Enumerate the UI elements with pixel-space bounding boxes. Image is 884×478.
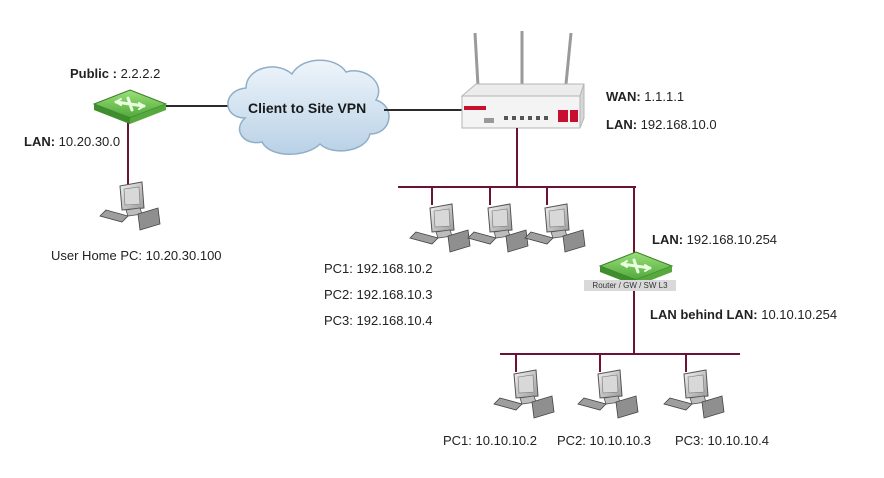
lan2-pc1-icon <box>493 369 555 419</box>
lan2-pc3-icon <box>663 369 725 419</box>
home-public-label: Public : <box>70 66 117 81</box>
lan1-pc3-label: PC3: 192.168.10.4 <box>324 313 433 328</box>
home-public-address: Public : 2.2.2.2 <box>70 66 160 82</box>
lan1-pc2-label: PC2: 192.168.10.3 <box>324 287 433 302</box>
firewall-wan-label: WAN: <box>606 89 641 104</box>
lan2-pc2-icon <box>577 369 639 419</box>
firewall-lan-address: LAN: 192.168.10.0 <box>606 117 717 133</box>
home-lan-value: 10.20.30.0 <box>58 134 121 149</box>
home-lan-label: LAN: <box>24 134 56 149</box>
l3-router-caption: Router / GW / SW L3 <box>584 280 676 291</box>
l3-router-lan-address: LAN: 192.168.10.254 <box>652 232 777 248</box>
lan1-pc3-icon <box>524 203 586 253</box>
firewall-lan-value: 192.168.10.0 <box>640 117 717 132</box>
lan1-pc1-icon <box>409 203 471 253</box>
home-pc-label: User Home PC: 10.20.30.100 <box>51 248 222 263</box>
l3-router-lan-value: 192.168.10.254 <box>686 232 778 247</box>
lan-behind-lan-address: LAN behind LAN: 10.10.10.254 <box>650 307 837 323</box>
home-pc-icon <box>99 181 161 231</box>
lan-behind-lan-value: 10.10.10.254 <box>761 307 838 322</box>
home-lan-address: LAN: 10.20.30.0 <box>24 134 120 150</box>
home-router-icon <box>92 88 168 126</box>
firewall-lan-label: LAN: <box>606 117 638 132</box>
l3-router-lan-label: LAN: <box>652 232 684 247</box>
firewall-appliance-icon <box>460 31 585 129</box>
lan1-pc1-label: PC1: 192.168.10.2 <box>324 261 433 276</box>
lan-behind-lan-label: LAN behind LAN: <box>650 307 758 322</box>
lan2-pc3-label: PC3: 10.10.10.4 <box>675 433 769 448</box>
firewall-wan-value: 1.1.1.1 <box>644 89 685 104</box>
vpn-cloud-label: Client to Site VPN <box>248 100 367 116</box>
lan2-pc1-label: PC1: 10.10.10.2 <box>443 433 537 448</box>
firewall-wan-address: WAN: 1.1.1.1 <box>606 89 684 105</box>
lan1-pc2-icon <box>467 203 529 253</box>
cloud-icon <box>227 59 390 155</box>
lan2-pc2-label: PC2: 10.10.10.3 <box>557 433 651 448</box>
home-public-value: 2.2.2.2 <box>120 66 161 81</box>
